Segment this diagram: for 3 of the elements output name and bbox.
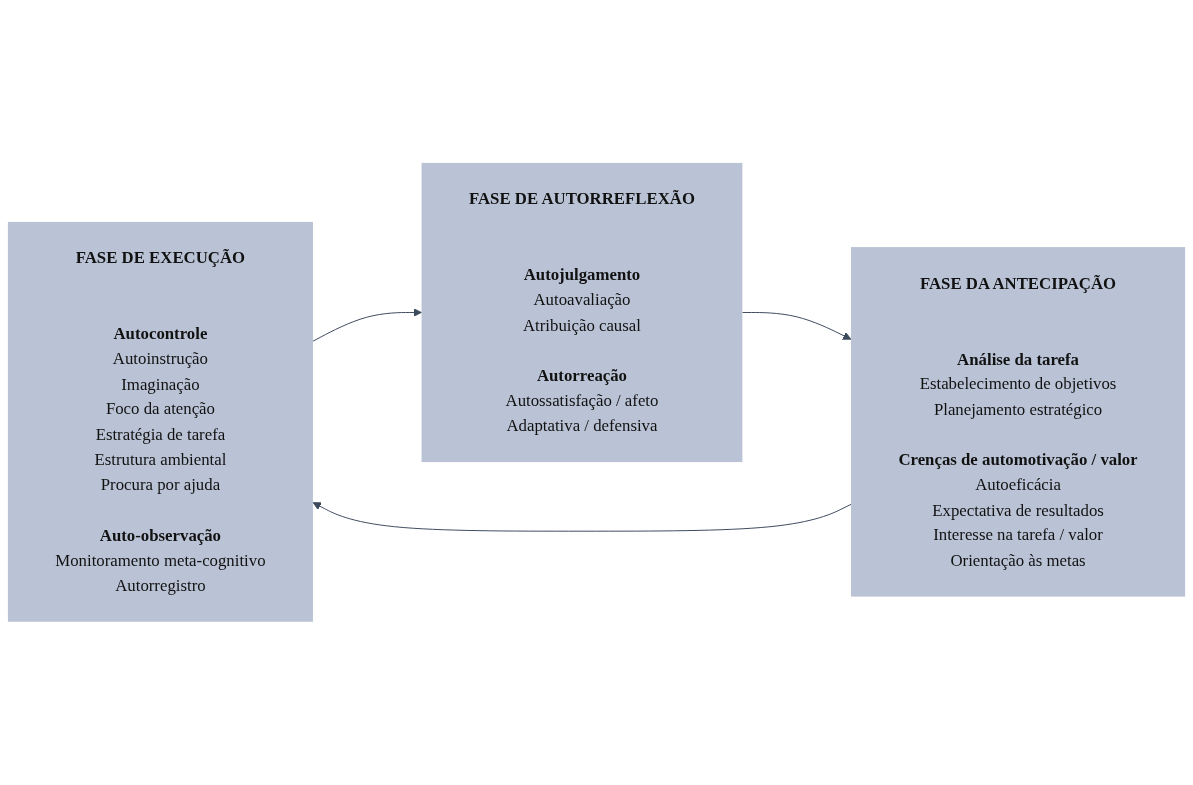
node-box: FASE DE EXECUÇÃO Autocontrole Autoinstrução Imaginação Foco da atenção Estratégia de tarefa Estrutura ambiental Procura por ajuda Auto-observação Monitoramento meta-cognitivo Autorregistro bbox=[7, 222, 313, 622]
node-box: FASE DE AUTORREFLEXÃO Autojulgamento Autoavaliação Atribuição causal Autorreação Autossatisfação / afeto Adaptativa / defensiva bbox=[421, 163, 743, 463]
node-box: FASE DA ANTECIPAÇÃO Análise da tarefa Estabelecimento de objetivos Planejamento estratégico Crenças de automotivação / valor Autoeficácia Expectativa de resultados Interesse na tarefa / valor Orientação às metas bbox=[851, 247, 1186, 597]
